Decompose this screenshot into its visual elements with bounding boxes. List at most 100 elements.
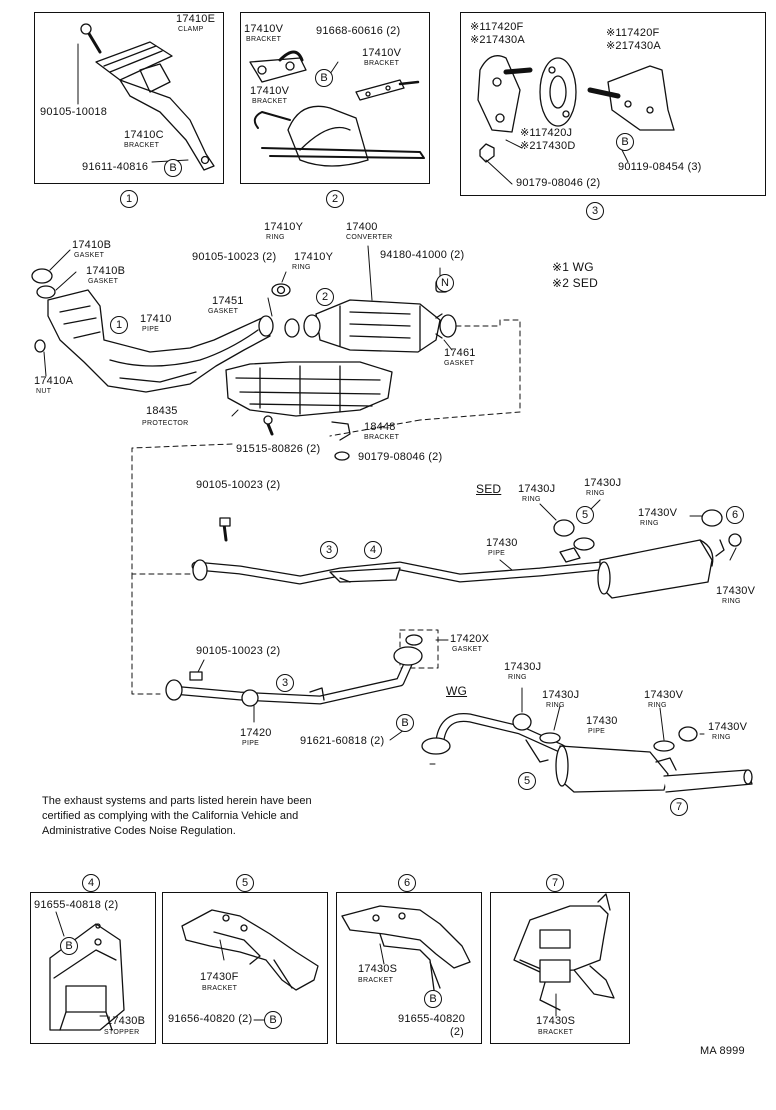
stopper-17430b-name: STOPPER [104,1029,140,1036]
callout-6: 6 [398,874,416,892]
panel1-drawing [80,23,215,171]
b-marker: B [616,133,634,151]
gasket-17410b-2-name: GASKET [88,278,119,285]
callout-5: 5 [518,772,536,790]
stopper-17430b-number: 17430B [106,1015,146,1027]
stud-number: 94180-41000 (2) [380,249,465,261]
gasket-17461-number: 17461 [444,347,476,359]
panel3-right-part-1: ※117420F [606,27,660,39]
panel-5-box [162,892,328,1044]
front-nut2-number: 90179-08046 (2) [358,451,443,463]
pipe-17410-number: 17410 [140,313,172,325]
wg-title: WG [446,684,468,698]
panel1-bolt2-number: 91611-40816 [82,161,149,173]
panel3-bolt-number: 90119-08454 (3) [618,161,702,173]
callout-2: 2 [316,288,334,306]
bottom-panel6-drawing [341,905,471,991]
gasket-17451-number: 17451 [212,295,244,307]
bracket-17410v-2-number: 17410V [362,47,402,59]
callout-5: 5 [236,874,254,892]
panel-7-box [490,892,630,1044]
ring-17410y-number: 17410Y [264,221,304,233]
pipe-17430-wg-name: PIPE [588,728,606,735]
ring-17430v-2-name: RING [722,598,741,605]
callout-4: 4 [364,541,382,559]
callout-4: 4 [82,874,100,892]
bracket-17430s-number: 17430S [358,963,398,975]
panel-3-box [460,12,766,196]
ring-17410y-name: RING [266,234,285,241]
bracket-17430f-bolt-number: 91656-40820 (2) [168,1013,253,1025]
wg-bolt-number: 90105-10023 (2) [196,645,281,657]
ring-17430v-wg-name: RING [648,702,667,709]
converter-17400-name: CONVERTER [346,234,393,241]
stopper-bolt-number: 91655-40818 (2) [34,899,119,911]
bracket-17430f-number: 17430F [200,971,239,983]
ring-17430v-2-number: 17430V [716,585,756,597]
bottom-panel7-drawing [513,893,615,1011]
gasket-17420x-name: GASKET [452,646,483,653]
bottom-panel5-drawing [181,909,319,991]
b-marker: B [60,937,78,955]
note-line-3: Administrative Codes Noise Regulation. [42,825,236,837]
ring-17430v-wg-2-number: 17430V [708,721,748,733]
callout-3: 3 [586,202,604,220]
bracket-17430s-bolt-qty: (2) [450,1026,465,1038]
nut-17410a-name: NUT [36,388,52,395]
ring-17430v-wg-2-name: RING [712,734,731,741]
bracket-17410c-number: 17410C [124,129,164,141]
note-line-1: The exhaust systems and parts listed her… [42,795,312,807]
bracket-17430s-bolt-number: 91655-40820 [398,1013,466,1025]
gasket-17410b-name: GASKET [74,252,105,259]
legend-sed: ※2 SED [552,276,598,290]
callout-3: 3 [320,541,338,559]
bracket-17410v-name: BRACKET [246,36,282,43]
sed-exhaust-drawing [191,509,742,599]
ring-17430v-name: RING [640,520,659,527]
panel3-right-part-2: ※217430A [606,40,661,52]
ring-17430j-wg-name: RING [508,674,527,681]
converter-17400-number: 17400 [346,221,378,233]
bracket-17430s-name: BRACKET [358,977,394,984]
ring-17430v-number: 17430V [638,507,678,519]
bracket-18448-number: 18448 [364,421,396,433]
ring-17410y-2-number: 17410Y [294,251,334,263]
pipe-17420-name: PIPE [242,740,260,747]
callout-6: 6 [726,506,744,524]
front-exhaust-drawing [31,268,457,461]
front-bolt-number: 90105-10023 (2) [192,251,277,263]
b-marker: B [424,990,442,1008]
sed-bolt-number: 90105-10023 (2) [196,479,281,491]
gasket-17451-name: GASKET [208,308,239,315]
panel-1-box [34,12,224,184]
ring-17430j-wg-2-number: 17430J [542,689,580,701]
ring-17430j-2-name: RING [586,490,605,497]
ring-17430j-2-number: 17430J [584,477,622,489]
protector-18435-number: 18435 [146,405,178,417]
bracket-17430s-2-name: BRACKET [538,1029,574,1036]
ring-17430v-wg-number: 17430V [644,689,684,701]
sed-title: SED [476,482,502,496]
panel3-drawing [477,55,675,163]
bracket-17410v-3-name: BRACKET [252,98,288,105]
callout-7: 7 [546,874,564,892]
callout-3: 3 [276,674,294,692]
panel3-mid-part-1: ※117420J [520,127,573,139]
callout-2: 2 [326,190,344,208]
ring-17430j-wg-number: 17430J [504,661,542,673]
bracket-18448-name: BRACKET [364,434,400,441]
bracket-17410v-number: 17410V [244,23,284,35]
protector-18435-name: PROTECTOR [142,420,189,427]
callout-5: 5 [576,506,594,524]
b-marker: B [315,69,333,87]
ring-17430j-name: RING [522,496,541,503]
callout-1: 1 [120,190,138,208]
n-marker: N [436,274,454,292]
gasket-17461-name: GASKET [444,360,475,367]
b-marker: B [264,1011,282,1029]
front-bolt2-number: 91515-80826 (2) [236,443,321,455]
panel3-left-part-1: ※117420F [470,21,524,33]
pipe-17430-name: PIPE [488,550,506,557]
bracket-17410v-3-number: 17410V [250,85,290,97]
